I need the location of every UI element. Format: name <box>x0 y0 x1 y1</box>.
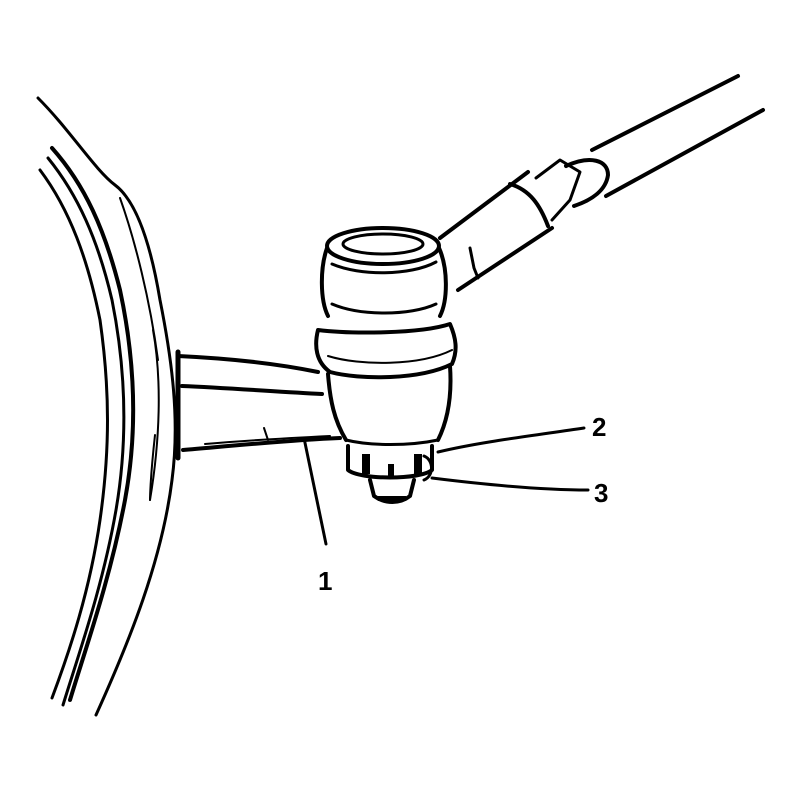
callout-3: 3 <box>594 478 609 508</box>
callout-1: 1 <box>318 566 333 596</box>
tie-rod-shaft <box>438 74 765 292</box>
tie-rod-end <box>314 226 458 446</box>
steering-arm <box>175 349 342 461</box>
castle-nut <box>346 444 434 504</box>
leader-lines <box>302 426 590 546</box>
wheel-arcs <box>36 96 177 717</box>
callout-2: 2 <box>592 412 607 442</box>
